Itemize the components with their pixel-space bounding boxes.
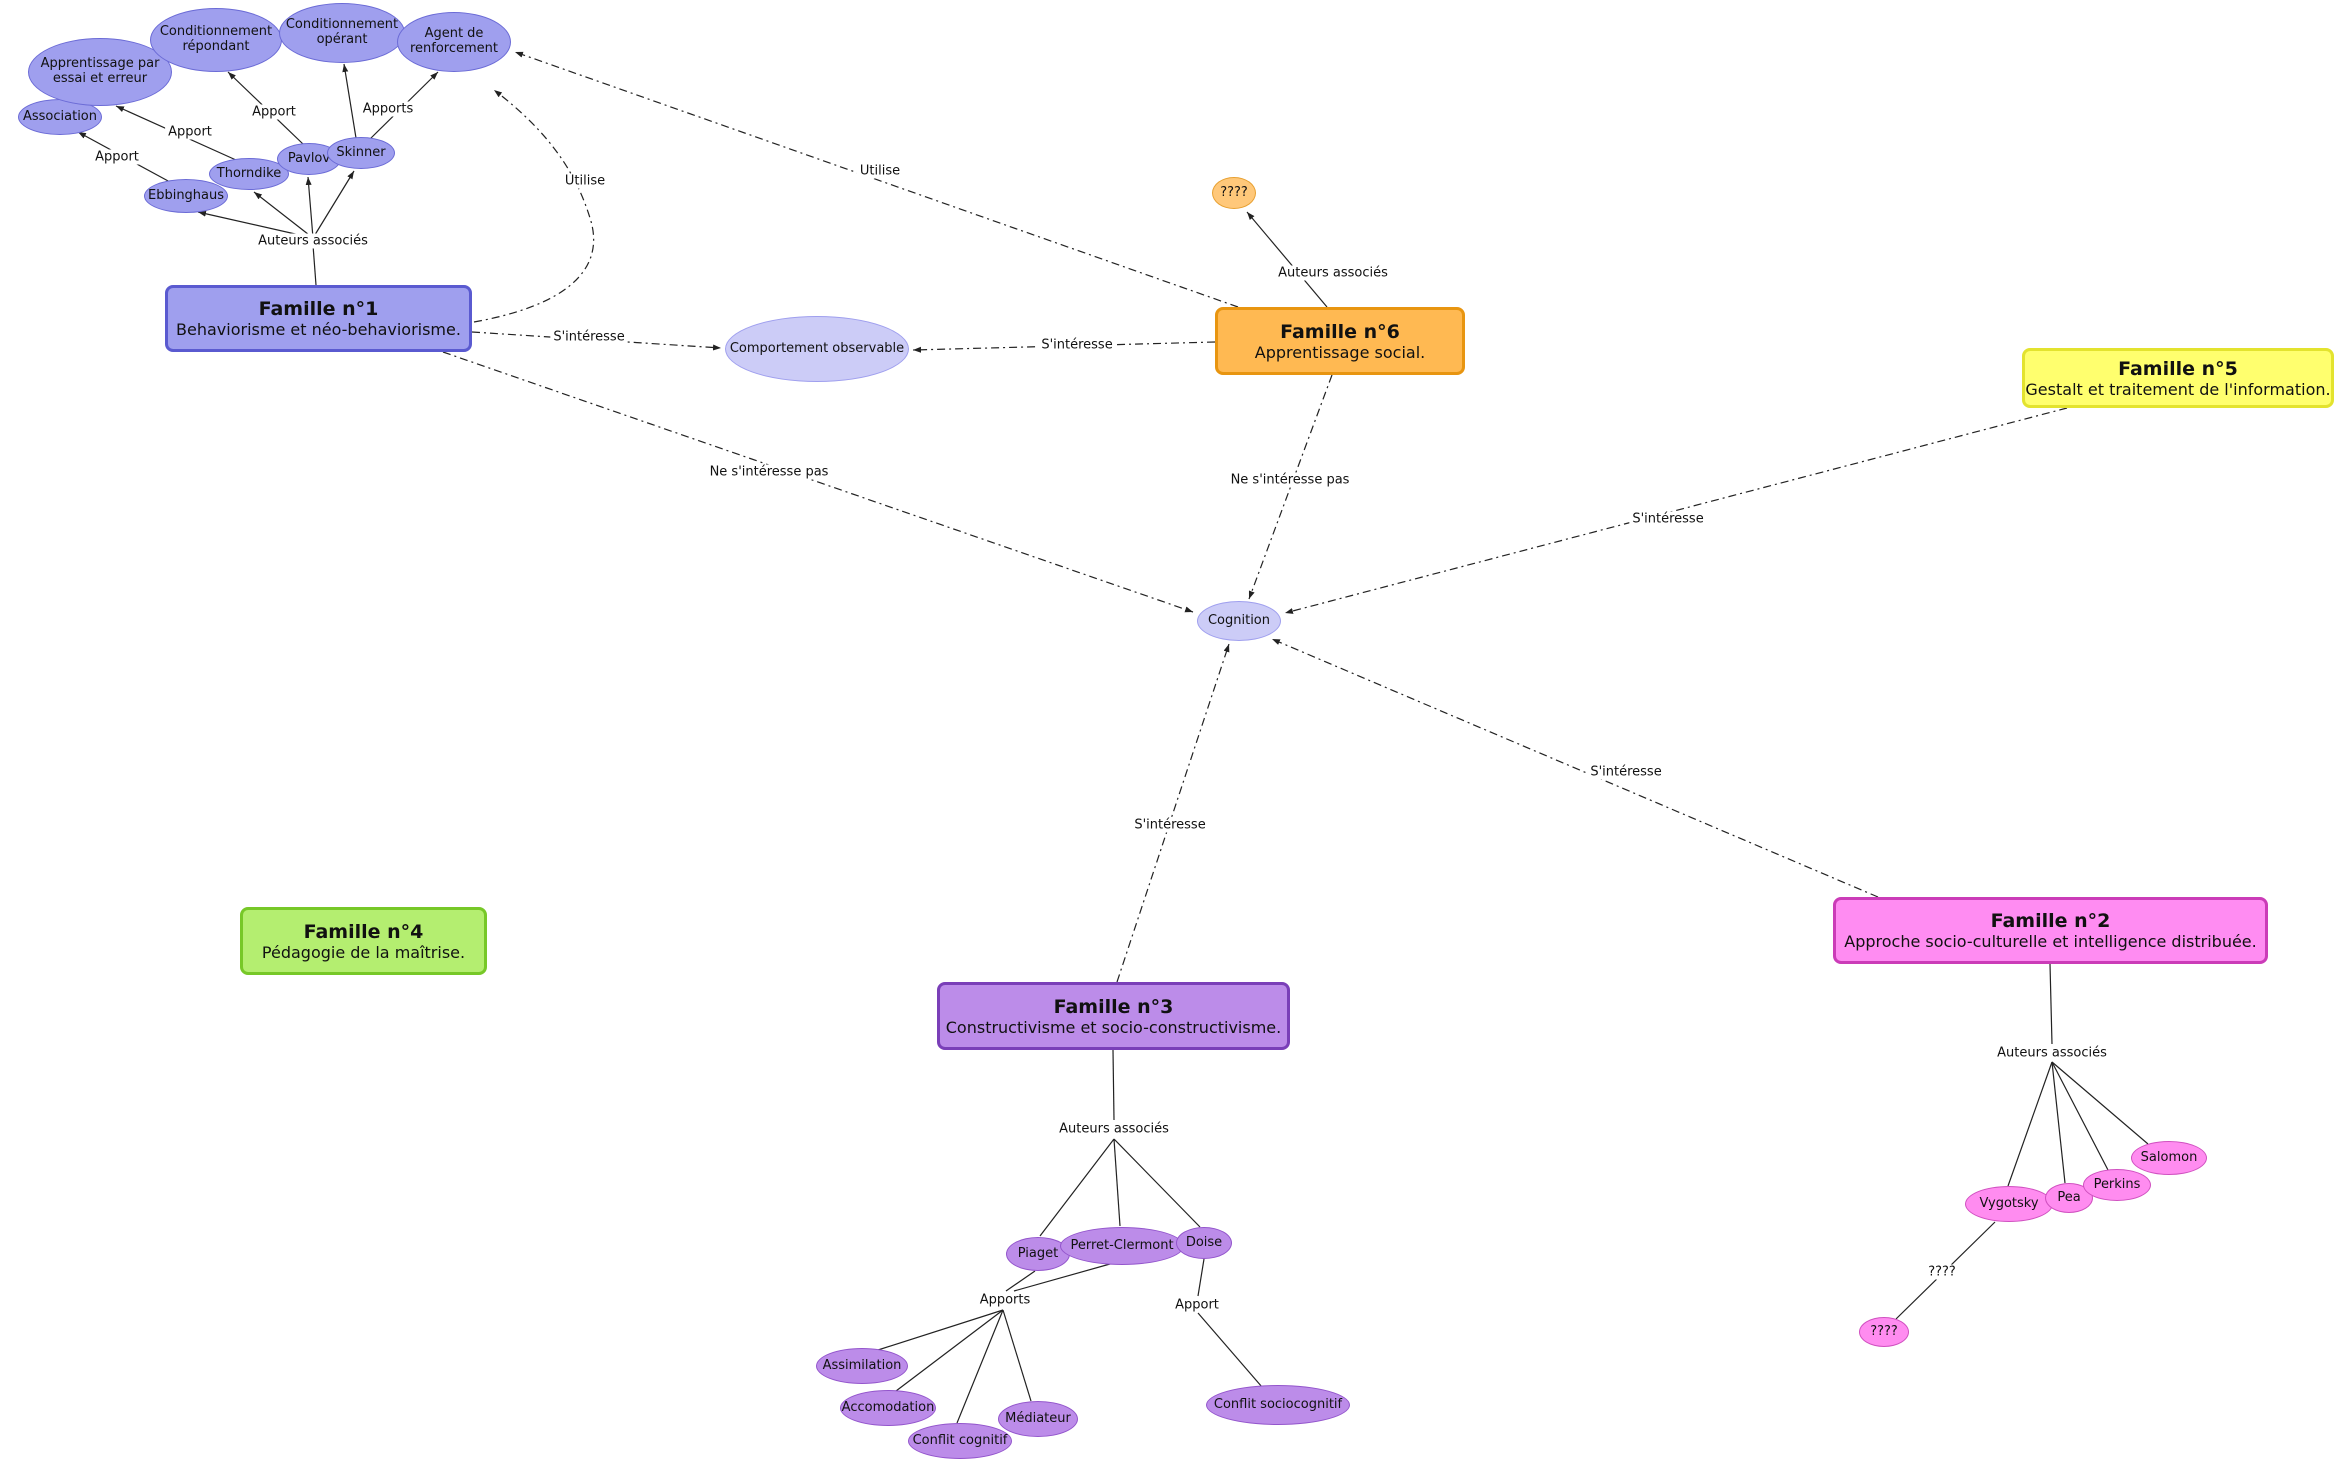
family-6-box[interactable]: Famille n°6 Apprentissage social.	[1215, 307, 1465, 375]
edge-label-utilise-f1[interactable]: Utilise	[561, 173, 609, 189]
family-5-box[interactable]: Famille n°5 Gestalt et traitement de l'i…	[2022, 348, 2334, 408]
node-mediateur[interactable]: Médiateur	[998, 1401, 1078, 1437]
edge-label-apport-pavlov[interactable]: Apport	[249, 104, 299, 120]
edge-label-inconnu-f2[interactable]: ????	[1925, 1264, 1959, 1280]
edge-f1-utilise-agent	[473, 89, 595, 323]
edge-label-auteurs-f3[interactable]: Auteurs associés	[1056, 1121, 1172, 1137]
node-vygotsky[interactable]: Vygotsky	[1965, 1186, 2053, 1222]
edge-f1-skinner	[312, 170, 355, 239]
family-6-desc: Apprentissage social.	[1254, 342, 1426, 362]
family-3-box[interactable]: Famille n°3 Constructivisme et socio-con…	[937, 982, 1290, 1050]
edge-f2-cognition	[1271, 638, 1879, 898]
node-inconnu-f2[interactable]: ????	[1859, 1317, 1909, 1347]
edge-label-auteurs-f2[interactable]: Auteurs associés	[1994, 1045, 2110, 1061]
family-2-box[interactable]: Famille n°2 Approche socio-culturelle et…	[1833, 897, 2268, 964]
node-salomon[interactable]: Salomon	[2131, 1141, 2207, 1175]
node-conditionnement-repondant[interactable]: Conditionnement répondant	[150, 8, 282, 72]
node-assimilation[interactable]: Assimilation	[816, 1348, 908, 1384]
node-ebbinghaus[interactable]: Ebbinghaus	[144, 179, 228, 213]
family-1-desc: Behaviorisme et néo-behaviorisme.	[176, 320, 461, 339]
family-2-desc: Approche socio-culturelle et intelligenc…	[1844, 932, 2257, 951]
family-4-desc: Pédagogie de la maîtrise.	[261, 942, 466, 962]
edge-f2-perkins	[2051, 1061, 2109, 1171]
edge-label-sinteresse-f6[interactable]: S'intéresse	[1038, 337, 1116, 353]
edge-label-apport-thorndike[interactable]: Apport	[165, 124, 215, 140]
family-1-title: Famille n°1	[258, 298, 379, 320]
family-4-box[interactable]: Famille n°4 Pédagogie de la maîtrise.	[240, 907, 487, 975]
edge-apport-conflit-sociocognitif	[1197, 1312, 1263, 1388]
node-conflit-cognitif[interactable]: Conflit cognitif	[908, 1423, 1012, 1459]
edge-piaget-apports	[1005, 1270, 1036, 1292]
edge-label-auteurs-f1[interactable]: Auteurs associés	[255, 233, 371, 249]
edge-label-nepas-f1[interactable]: Ne s'intéresse pas	[706, 464, 832, 480]
edge-label-nepas-f6[interactable]: Ne s'intéresse pas	[1227, 472, 1353, 488]
edge-f1-pavlov	[305, 176, 314, 239]
node-thorndike[interactable]: Thorndike	[209, 158, 289, 190]
edge-apports-mediateur	[1002, 1309, 1032, 1402]
edge-doise-apport	[1197, 1258, 1205, 1297]
node-inconnu-f6[interactable]: ????	[1212, 177, 1256, 209]
node-piaget[interactable]: Piaget	[1006, 1237, 1070, 1271]
edge-apports-assimilation	[877, 1309, 1004, 1351]
edge-f2-vygotsky	[2007, 1061, 2053, 1187]
edge-f2-salomon	[2051, 1061, 2149, 1145]
node-conditionnement-operant[interactable]: Conditionnement opérant	[279, 3, 405, 63]
edge-f5-cognition	[1284, 407, 2068, 614]
node-comportement-observable[interactable]: Comportement observable	[725, 316, 909, 382]
family-5-desc: Gestalt et traitement de l'information.	[2025, 379, 2331, 399]
family-2-title: Famille n°2	[1990, 910, 2111, 932]
node-agent-renforcement[interactable]: Agent de renforcement	[397, 12, 511, 72]
node-doise[interactable]: Doise	[1176, 1227, 1232, 1259]
edge-label-auteurs-f6[interactable]: Auteurs associés	[1275, 265, 1391, 281]
edge-f6-utilise-agent	[514, 51, 1239, 308]
family-6-title: Famille n°6	[1280, 320, 1400, 343]
edge-f6-cognition	[1248, 374, 1333, 600]
edge-f3-cognition	[1116, 643, 1230, 983]
family-5-title: Famille n°5	[2118, 357, 2238, 380]
edge-label-sinteresse-f1[interactable]: S'intéresse	[550, 329, 628, 345]
edge-label-utilise-f6[interactable]: Utilise	[856, 163, 904, 179]
node-conflit-sociocognitif[interactable]: Conflit sociocognitif	[1206, 1385, 1350, 1425]
node-skinner[interactable]: Skinner	[327, 137, 395, 169]
node-accomodation[interactable]: Accomodation	[840, 1390, 936, 1426]
family-4-title: Famille n°4	[303, 920, 424, 943]
node-cognition[interactable]: Cognition	[1197, 601, 1281, 641]
edge-label-apport-f3[interactable]: Apport	[1172, 1297, 1222, 1313]
edge-label-apport-ebbinghaus[interactable]: Apport	[92, 149, 142, 165]
edge-f6-inconnu	[1246, 211, 1328, 308]
edge-f2-auteurs-stem	[2049, 963, 2053, 1045]
edge-f1-cognition	[442, 351, 1194, 613]
edge-f1-thorndike	[253, 191, 314, 239]
edge-f3-perret	[1113, 1138, 1121, 1227]
node-association[interactable]: Association	[18, 99, 102, 135]
edge-f1-auteurs-stem	[312, 244, 317, 286]
edge-f3-auteurs-stem	[1112, 1049, 1115, 1121]
edge-f3-doise	[1113, 1138, 1201, 1228]
node-perret-clermont[interactable]: Perret-Clermont	[1060, 1227, 1184, 1265]
edge-skinner-operant	[342, 63, 357, 139]
edge-perret-apports	[1013, 1263, 1111, 1292]
edge-f2-pea	[2051, 1061, 2066, 1184]
edge-label-sinteresse-f2[interactable]: S'intéresse	[1587, 764, 1665, 780]
edge-label-sinteresse-f5[interactable]: S'intéresse	[1629, 511, 1707, 527]
edge-label-apports-skinner[interactable]: Apports	[359, 101, 417, 117]
family-3-desc: Constructivisme et socio-constructivisme…	[945, 1017, 1282, 1037]
edge-label-apports-f3[interactable]: Apports	[976, 1292, 1034, 1308]
edge-f1-comportement	[471, 331, 722, 351]
node-perkins[interactable]: Perkins	[2083, 1169, 2151, 1201]
edge-f3-piaget	[1039, 1138, 1115, 1237]
node-apprentissage-essai-erreur[interactable]: Apprentissage par essai et erreur	[28, 38, 172, 106]
family-3-title: Famille n°3	[1053, 995, 1174, 1018]
family-1-box[interactable]: Famille n°1 Behaviorisme et néo-behavior…	[165, 285, 472, 352]
edge-apports-accomodation	[895, 1309, 1004, 1392]
edge-label-sinteresse-f3[interactable]: S'intéresse	[1131, 817, 1209, 833]
edge-apports-conflit-cognitif	[956, 1309, 1004, 1424]
